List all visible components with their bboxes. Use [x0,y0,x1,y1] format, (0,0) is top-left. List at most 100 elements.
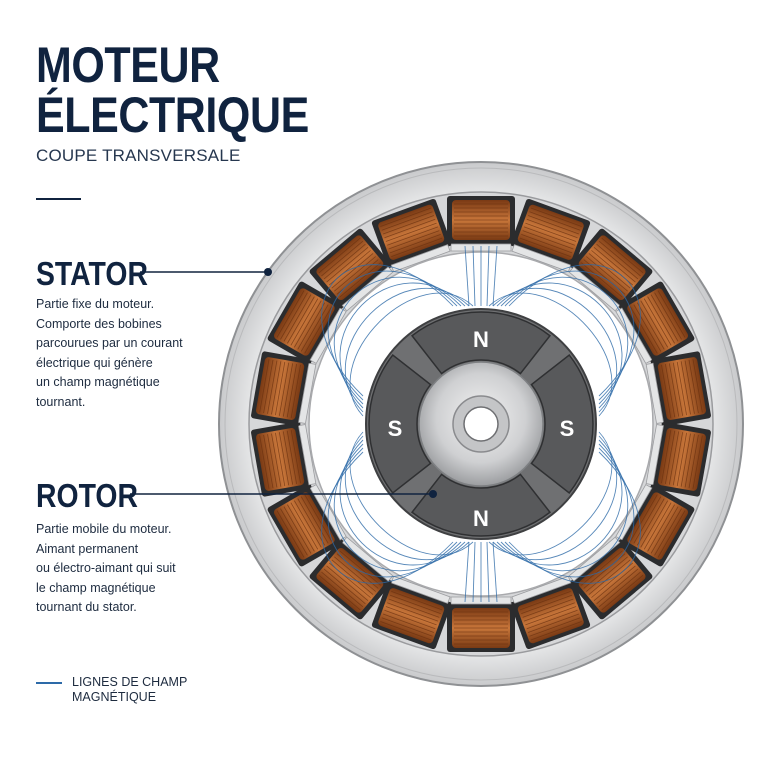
winding-turn [519,237,571,257]
stator-coil [447,196,515,252]
field-line [464,541,470,603]
winding-turn [580,550,623,586]
stator-coil [309,536,394,620]
winding-turn [527,215,580,235]
winding-turn [287,296,315,344]
field-line [321,264,454,397]
winding-turn [522,230,574,250]
winding-turn [276,290,305,338]
stator-coil [510,198,591,273]
winding-turn [387,602,439,622]
winding-turn [647,504,675,552]
winding-turn [278,362,290,416]
winding-turn [282,363,294,417]
winding-turn [526,218,578,239]
pole-shoe [568,266,621,312]
stator-desc-line: Partie fixe du moteur. [36,297,155,311]
field-line [492,245,498,307]
winding-turn [643,502,672,550]
winding-turn [388,230,440,250]
winding-turn [668,431,680,485]
pole-label-left: S [388,416,403,441]
winding-turn [657,290,686,338]
winding-turn [263,359,274,414]
winding-turn [318,237,361,274]
winding-turn [384,218,436,239]
winding-turn [668,363,680,417]
winding-turn [692,435,703,489]
winding-turn [593,565,636,601]
winding-turn [588,253,631,289]
pole-label-right: S [560,416,575,441]
stator-desc-line: électrique qui génère [36,355,153,370]
winding-turn [598,571,641,608]
winding-turn [297,302,326,350]
title-divider [36,198,81,200]
winding-turn [665,430,676,484]
winding-turn [267,434,278,488]
magnet-south-left [368,353,432,495]
winding-turn [382,613,435,633]
title-line-1: MOTEUR [36,37,220,93]
stator-coil [251,421,317,497]
winding-turn [657,510,686,558]
winding-turn [382,215,435,235]
winding-turn [633,496,662,544]
rotor-description: Partie mobile du moteur. Aimant permanen… [36,520,236,618]
winding-turn [300,304,329,352]
winding-turn [326,247,369,283]
housing-outer-edge [224,167,738,681]
rotor-leader-dot [429,490,437,498]
winding-turn [318,574,361,611]
winding-turn [389,594,441,615]
winding-turn [384,609,436,630]
field-line [349,431,474,556]
winding-turn [688,359,699,414]
field-line [496,282,623,409]
winding-turn [661,429,672,484]
winding-turn [636,302,665,350]
winding-turn [263,434,274,489]
winding-turn [391,591,443,611]
winding-turn [304,306,333,354]
winding-turn [326,565,369,601]
winding-turn [304,494,333,542]
winding-turn [385,606,437,626]
winding-turn [282,431,294,485]
winding-turn [643,298,672,346]
winding-turn [529,617,581,637]
winding-turn [323,568,366,605]
pole-shoe [298,362,317,424]
winding-turn [339,550,382,586]
field-line [486,245,490,307]
magnet-north-bottom [410,473,552,537]
winding-turn [290,298,319,346]
winding-turn [654,292,682,340]
field-line [339,439,466,566]
winding-turn [523,226,575,246]
magnetic-field-lines [321,245,641,603]
winding-turn [323,243,366,280]
pole-shoe [645,362,664,424]
winding-turn [530,621,582,641]
winding-turn [259,435,270,489]
rotor-desc-line: Aimant permanent [36,541,139,556]
pole-shoe [645,424,664,486]
winding-turn [636,498,665,546]
subtitle: COUPE TRANSVERSALE [36,146,241,165]
pole-shoe [511,575,572,604]
winding-turn [521,594,573,615]
winding-turn [275,361,286,416]
winding-turn [297,498,326,546]
winding-turn [275,432,286,487]
winding-turn [283,506,312,554]
pole-shoe [341,266,394,312]
winding-turn [580,262,623,298]
winding-turn [380,207,432,227]
winding-turn [593,247,636,283]
winding-turn [684,434,695,488]
winding-turn [267,360,278,414]
winding-turn [588,559,631,595]
winding-turn [519,591,571,611]
